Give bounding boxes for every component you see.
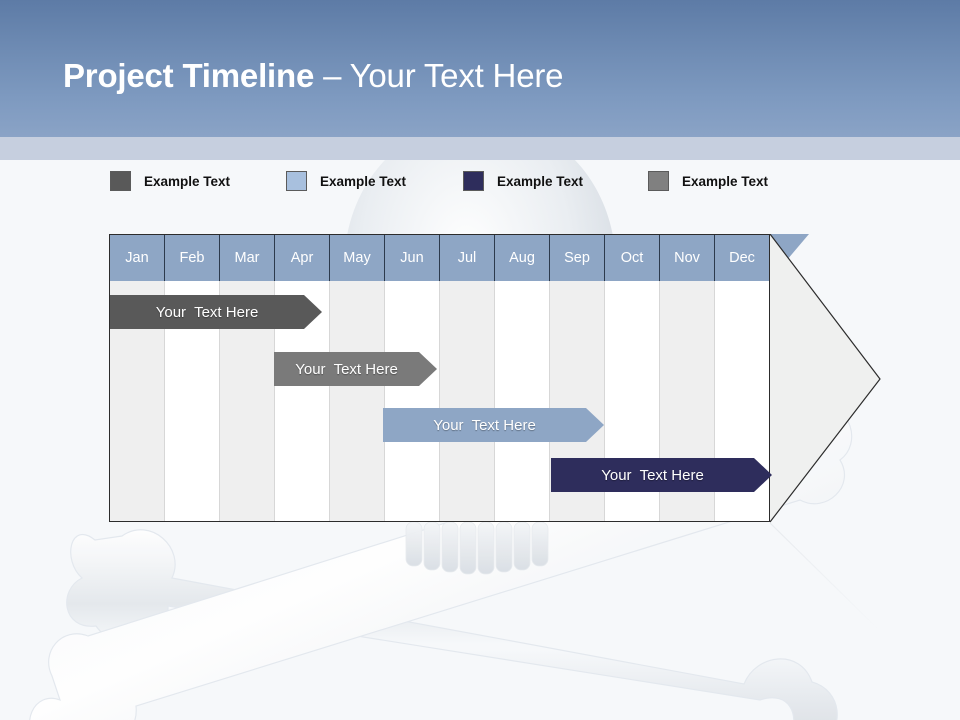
legend-item-3[interactable]: Example Text <box>463 168 583 194</box>
month-header-jan: Jan <box>110 235 164 281</box>
timeline-column-feb[interactable]: Feb <box>164 235 219 521</box>
task-bar-3-label: Your Text Here <box>433 416 536 434</box>
timeline-reflection <box>109 523 881 632</box>
task-bar-2-label: Your Text Here <box>295 360 398 378</box>
month-header-aug: Aug <box>495 235 549 281</box>
month-header-jul: Jul <box>440 235 494 281</box>
legend-label-2: Example Text <box>320 173 407 189</box>
legend-swatch-icon-2 <box>286 171 307 191</box>
task-bar-1-shape <box>110 295 322 329</box>
month-header-may: May <box>330 235 384 281</box>
legend-label-4: Example Text <box>682 173 769 189</box>
month-header-dec: Dec <box>715 235 769 281</box>
task-bar-4-label: Your Text Here <box>601 466 704 484</box>
legend-swatch-icon-3 <box>463 171 484 191</box>
month-header-apr: Apr <box>275 235 329 281</box>
task-bar-3-shape <box>383 408 604 442</box>
legend-label-1: Example Text <box>144 173 231 189</box>
month-header-mar: Mar <box>220 235 274 281</box>
month-header-oct: Oct <box>605 235 659 281</box>
task-bar-1-label: Your Text Here <box>155 303 259 321</box>
task-bar-3[interactable]: Your Text Here <box>383 408 604 442</box>
timeline-column-jan[interactable]: Jan <box>110 235 164 521</box>
legend-label-3: Example Text <box>497 173 584 189</box>
task-bar-2[interactable]: Your Text Here <box>274 352 437 386</box>
legend: Example Text Example Text Example Text E… <box>0 168 960 194</box>
page-title-bold: Project Timeline <box>63 57 315 94</box>
task-bar-4[interactable]: Your Text Here <box>551 458 772 492</box>
timeline-arrow-head <box>769 234 881 523</box>
header-band <box>0 0 960 137</box>
legend-item-2[interactable]: Example Text <box>286 168 406 194</box>
timeline-column-aug[interactable]: Aug <box>494 235 549 521</box>
timeline-column-mar[interactable]: Mar <box>219 235 274 521</box>
legend-swatch-icon-4 <box>648 171 669 191</box>
timeline-column-jul[interactable]: Jul <box>439 235 494 521</box>
task-bar-2-shape <box>274 352 437 386</box>
page-title-regular: – Your Text Here <box>314 57 564 94</box>
page-title: Project Timeline – Your Text Here <box>63 57 563 95</box>
month-header-jun: Jun <box>385 235 439 281</box>
header-subband <box>0 137 960 160</box>
legend-item-1[interactable]: Example Text <box>110 168 230 194</box>
legend-swatch-icon-1 <box>110 171 131 191</box>
month-header-nov: Nov <box>660 235 714 281</box>
task-bar-1[interactable]: Your Text Here <box>110 295 322 329</box>
task-bar-4-shape <box>551 458 772 492</box>
month-header-sep: Sep <box>550 235 604 281</box>
month-header-feb: Feb <box>165 235 219 281</box>
legend-item-4[interactable]: Example Text <box>648 168 768 194</box>
